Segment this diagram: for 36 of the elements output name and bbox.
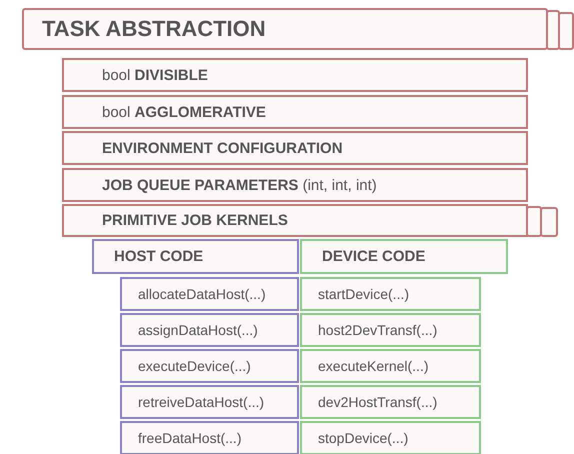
function-cell: [300, 349, 481, 383]
function-cell: [300, 421, 481, 454]
label-text: PRIMITIVE JOB KERNELS: [102, 212, 288, 229]
label-text: JOB QUEUE PARAMETERS (int, int, int): [102, 176, 377, 194]
function-name: allocateDataHost(...): [138, 286, 266, 302]
function-name: freeDataHost(...): [138, 430, 242, 446]
label-text: bool DIVISIBLE: [102, 66, 208, 84]
label-text: bool AGGLOMERATIVE: [102, 104, 266, 120]
function-name: stopDevice(...): [318, 430, 408, 446]
function-cell: [120, 313, 299, 347]
layer-bar: [62, 95, 528, 129]
function-name: startDevice(...): [318, 286, 410, 302]
function-name: dev2HostTransf(...): [318, 394, 438, 410]
function-cell: [120, 349, 299, 383]
column-header: [92, 239, 299, 274]
function-cell: [120, 385, 299, 419]
function-name: assignDataHost(...): [138, 322, 258, 338]
function-cell: [120, 277, 299, 311]
label-text: TASK ABSTRACTION: [42, 16, 266, 42]
title-bar: [22, 8, 548, 50]
label-text: DEVICE CODE: [322, 248, 426, 265]
label-text: ENVIRONMENT CONFIGURATION: [102, 140, 343, 156]
function-name: host2DevTransf(...): [318, 322, 438, 338]
column-header: [300, 239, 508, 274]
function-cell: [300, 313, 481, 347]
function-cell: [120, 421, 299, 454]
layer-bar: [62, 168, 528, 202]
function-name: retreiveDataHost(...): [138, 394, 264, 410]
layer-bar: [62, 204, 528, 237]
layer-bar: [62, 58, 528, 92]
function-cell: [300, 277, 481, 311]
label-text: HOST CODE: [114, 248, 204, 265]
function-name: executeDevice(...): [138, 358, 251, 374]
function-cell: [300, 385, 481, 419]
function-name: executeKernel(...): [318, 358, 428, 374]
layer-bar: [62, 131, 528, 165]
